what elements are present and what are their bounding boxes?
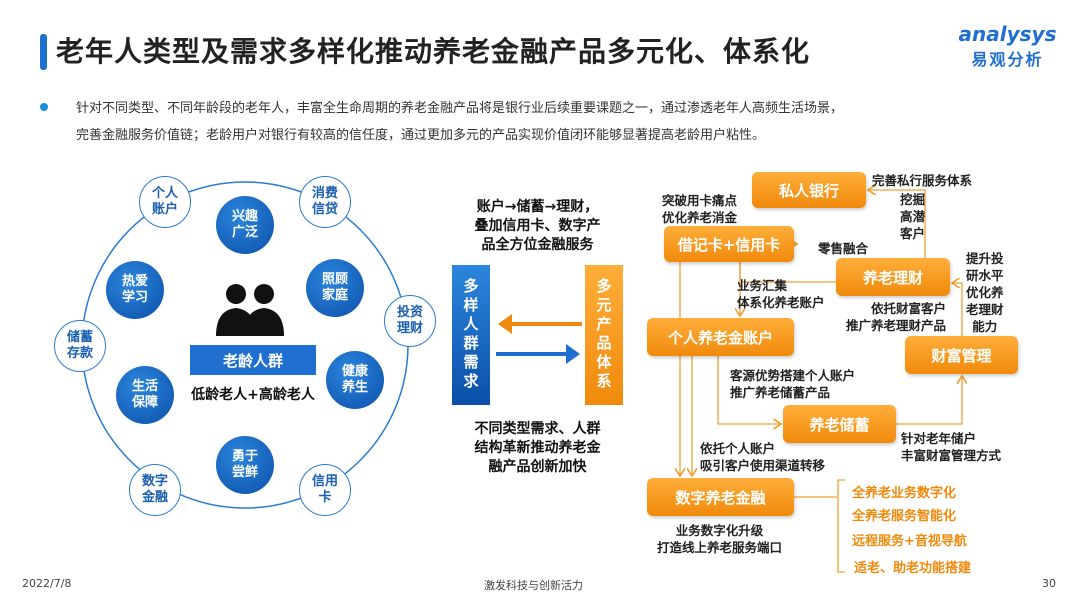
box-digital-pension: 数字养老金融 bbox=[647, 478, 794, 516]
digital-item: 远程服务+音视导航 bbox=[852, 534, 967, 549]
middle-top-text: 账户→储蓄→理财，叠加信用卡、数字产品全方位金融服务 bbox=[474, 199, 601, 253]
center-sublabel: 低龄老人+高龄老人 bbox=[191, 387, 315, 403]
logo: analysys 易观分析 bbox=[950, 22, 1065, 70]
box-wealth-management: 财富管理 bbox=[905, 336, 1018, 374]
page-number: 30 bbox=[1042, 577, 1056, 590]
label-private-note: 完善私行服务体系 bbox=[872, 173, 973, 188]
label-savings-note: 客源优势搭建个人账户推广养老储蓄产品 bbox=[730, 368, 856, 400]
intro-line-1: 针对不同类型、不同年龄段的老年人，丰富全生命周期的养老金融产品将是银行业后续重要… bbox=[76, 101, 844, 116]
middle-bottom-text: 不同类型需求、人群结构革新推动养老金融产品创新加快 bbox=[474, 421, 601, 475]
box-wealth-products: 养老理财 bbox=[836, 258, 950, 296]
digital-item: 全养老业务数字化 bbox=[852, 486, 957, 501]
need-circle-security: 生活保障 bbox=[116, 366, 174, 424]
elderly-people-icon bbox=[216, 284, 284, 336]
title-accent-bar bbox=[40, 34, 47, 70]
box-cards: 借记卡+信用卡 bbox=[664, 226, 794, 262]
product-circle-credit: 消费信贷 bbox=[299, 176, 351, 228]
product-circle-creditcard: 信用卡 bbox=[299, 464, 351, 516]
label-digital-note: 业务数字化升级打造线上养老服务端口 bbox=[657, 523, 783, 555]
need-circle-interests: 兴趣广泛 bbox=[216, 196, 274, 254]
label-account-note: 业务汇集体系化养老账户 bbox=[737, 278, 825, 310]
need-circle-family: 照顾家庭 bbox=[306, 259, 364, 317]
label-channel: 依托个人账户吸引客户使用渠道转移 bbox=[700, 441, 826, 473]
label-high-potential: 挖掘高潜客户 bbox=[900, 192, 926, 241]
box-private-banking: 私人银行 bbox=[752, 172, 866, 208]
need-circle-health: 健康养生 bbox=[326, 351, 384, 409]
footer-date: 2022/7/8 bbox=[22, 577, 72, 590]
diverse-products-box: 多元产品体系 bbox=[585, 265, 623, 405]
need-circle-try-new: 勇于尝鲜 bbox=[216, 436, 274, 494]
label-wealth-note: 依托财富客户推广养老理财产品 bbox=[846, 301, 947, 333]
label-retail: 零售融合 bbox=[818, 241, 869, 256]
box-pension-savings: 养老储蓄 bbox=[783, 405, 896, 443]
digital-item: 适老、助老功能搭建 bbox=[854, 561, 972, 576]
product-circle-savings: 储蓄存款 bbox=[54, 320, 106, 372]
label-depositors: 针对老年储户丰富财富管理方式 bbox=[901, 431, 1002, 463]
label-research: 提升投研水平优化养老理财能力 bbox=[966, 251, 1004, 334]
box-pension-account: 个人养老金账户 bbox=[647, 318, 794, 356]
digital-item: 全养老服务智能化 bbox=[852, 509, 957, 524]
footer-slogan: 激发科技与创新活力 bbox=[484, 579, 583, 592]
product-circle-invest: 投资理财 bbox=[384, 295, 436, 347]
center-label: 老龄人群 bbox=[190, 345, 316, 375]
product-circle-account: 个人账户 bbox=[139, 176, 191, 228]
intro-line-2: 完善金融服务价值链；老龄用户对银行有较高的信任度，通过更加多元的产品实现价值闭环… bbox=[76, 128, 766, 143]
bullet-icon bbox=[40, 103, 48, 111]
diverse-needs-box: 多样人群需求 bbox=[452, 265, 490, 405]
logo-en: analysys bbox=[958, 22, 1057, 46]
need-circle-learning: 热爱学习 bbox=[106, 261, 164, 319]
page-title: 老年人类型及需求多样化推动养老金融产品多元化、体系化 bbox=[56, 35, 811, 68]
label-cards-note: 突破用卡痛点优化养老消金 bbox=[662, 193, 738, 225]
product-circle-digital: 数字金融 bbox=[129, 464, 181, 516]
logo-cn: 易观分析 bbox=[971, 50, 1044, 69]
